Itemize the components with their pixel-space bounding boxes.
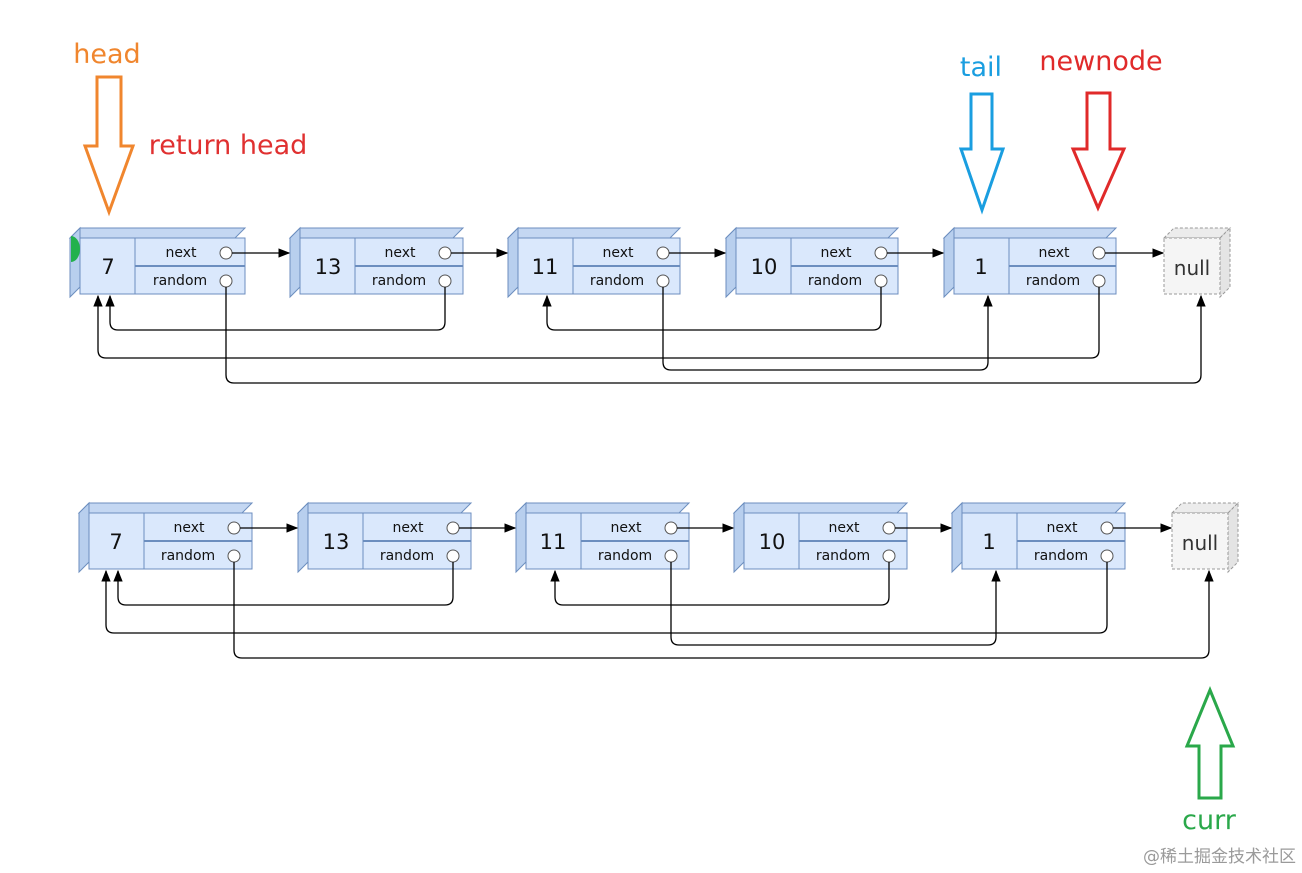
random-field-label: random bbox=[161, 548, 215, 564]
return-head-label: return head bbox=[149, 130, 308, 161]
watermark: @稀土掘金技术社区 bbox=[1143, 847, 1296, 867]
list-node: 11 next random bbox=[514, 501, 691, 574]
node-value: 13 bbox=[323, 530, 350, 554]
next-field-label: next bbox=[173, 520, 205, 536]
next-field-label: next bbox=[1038, 245, 1070, 261]
random-pointer-port bbox=[656, 274, 670, 288]
newnode-down-arrow-icon bbox=[1070, 91, 1127, 212]
null-label: null bbox=[1174, 256, 1210, 280]
random-field-label: random bbox=[590, 273, 644, 289]
random-pointer-port bbox=[446, 549, 460, 563]
random-field-label: random bbox=[1034, 548, 1088, 564]
next-pointer-port bbox=[227, 521, 241, 535]
node-value: 11 bbox=[540, 530, 567, 554]
head-down-arrow-icon bbox=[82, 75, 136, 217]
list-node: 1 next random bbox=[942, 226, 1118, 299]
node-value: 11 bbox=[532, 255, 559, 279]
next-pointer-port bbox=[1100, 521, 1114, 535]
next-pointer-port bbox=[664, 521, 678, 535]
list-row-2: 7 next random 13 next random 11 bbox=[77, 501, 1240, 659]
random-pointer-port bbox=[882, 549, 896, 563]
null-node: null bbox=[1162, 226, 1232, 299]
tail-label: tail bbox=[960, 52, 1002, 83]
next-pointer-port bbox=[874, 246, 888, 260]
list-node: 1 next random bbox=[950, 501, 1127, 574]
node-value: 1 bbox=[982, 530, 995, 554]
random-arrows bbox=[101, 562, 1214, 659]
node-value: 10 bbox=[751, 255, 778, 279]
list-node: 11 next random bbox=[506, 226, 682, 299]
next-field-label: next bbox=[602, 245, 634, 261]
head-indicator-dot bbox=[71, 236, 80, 262]
random-pointer-port bbox=[438, 274, 452, 288]
next-field-label: next bbox=[1046, 520, 1078, 536]
list-row-1: 7 next random 13 next random bbox=[68, 226, 1232, 384]
random-field-label: random bbox=[598, 548, 652, 564]
list-node: 13 next random bbox=[288, 226, 465, 299]
next-field-label: next bbox=[392, 520, 424, 536]
next-pointer-port bbox=[446, 521, 460, 535]
next-pointer-port bbox=[1092, 246, 1106, 260]
node-value: 10 bbox=[759, 530, 786, 554]
node-value: 1 bbox=[974, 255, 987, 279]
random-field-label: random bbox=[816, 548, 870, 564]
newnode-label: newnode bbox=[1039, 46, 1162, 77]
random-pointer-port bbox=[664, 549, 678, 563]
next-pointer-port bbox=[882, 521, 896, 535]
list-node: 10 next random bbox=[724, 226, 900, 299]
list-node: 7 next random bbox=[77, 501, 254, 574]
next-field-label: next bbox=[610, 520, 642, 536]
next-field-label: next bbox=[384, 245, 416, 261]
next-field-label: next bbox=[828, 520, 860, 536]
curr-label: curr bbox=[1182, 805, 1237, 836]
next-field-label: next bbox=[165, 245, 197, 261]
next-pointer-port bbox=[219, 246, 233, 260]
next-pointer-port bbox=[438, 246, 452, 260]
tail-down-arrow-icon bbox=[958, 92, 1006, 215]
random-field-label: random bbox=[372, 273, 426, 289]
null-label: null bbox=[1182, 531, 1218, 555]
next-field-label: next bbox=[820, 245, 852, 261]
random-field-label: random bbox=[808, 273, 862, 289]
next-pointer-port bbox=[656, 246, 670, 260]
random-pointer-port bbox=[219, 274, 233, 288]
random-pointer-port bbox=[1092, 274, 1106, 288]
node-value: 7 bbox=[101, 255, 114, 279]
curr-up-arrow-icon bbox=[1184, 686, 1236, 800]
random-pointer-port bbox=[874, 274, 888, 288]
random-field-label: random bbox=[380, 548, 434, 564]
random-pointer-port bbox=[227, 549, 241, 563]
list-node: 10 next random bbox=[732, 501, 909, 574]
random-pointer-port bbox=[1100, 549, 1114, 563]
list-node: 13 next random bbox=[296, 501, 473, 574]
node-value: 7 bbox=[109, 530, 122, 554]
random-field-label: random bbox=[1026, 273, 1080, 289]
random-field-label: random bbox=[153, 273, 207, 289]
node-value: 13 bbox=[315, 255, 342, 279]
head-label: head bbox=[73, 39, 140, 70]
list-node: 7 next random bbox=[68, 226, 247, 299]
null-node: null bbox=[1170, 501, 1240, 574]
random-arrows bbox=[93, 287, 1206, 384]
